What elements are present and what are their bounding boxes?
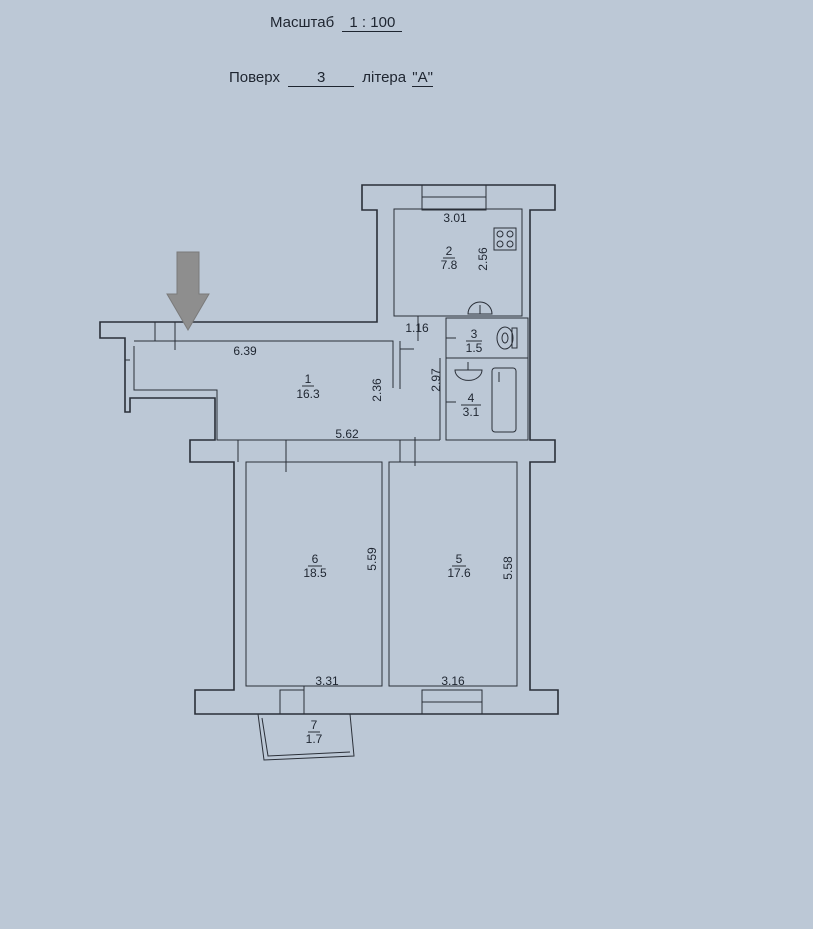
room-7-area: 1.7	[306, 732, 323, 746]
bathtub-icon	[491, 367, 517, 433]
scale-label: Масштаб	[270, 14, 335, 31]
dim-2-56: 2.56	[476, 247, 490, 271]
dim-3-31: 3.31	[315, 674, 339, 688]
floor-label: Поверх	[229, 69, 280, 86]
dim-6-39: 6.39	[233, 344, 257, 358]
dim-5-62: 5.62	[335, 427, 359, 441]
windows	[279, 184, 487, 715]
dimension-labels: 3.01 2.56 1.16 6.39 2.36 2.97 5.62 5.59 …	[233, 211, 515, 688]
room-3-area: 1.5	[466, 341, 483, 355]
pointer-arrow	[166, 251, 210, 331]
balcony	[257, 713, 355, 761]
room-1-area: 16.3	[296, 387, 320, 401]
room-2-area: 7.8	[441, 258, 458, 272]
scale-value: 1 : 100	[342, 14, 403, 32]
exterior-walls	[99, 184, 559, 715]
dim-5-58: 5.58	[501, 556, 515, 580]
dim-3-01: 3.01	[443, 211, 467, 225]
dim-3-16: 3.16	[441, 674, 465, 688]
room-4-area: 3.1	[463, 405, 480, 419]
room-5-number: 5	[456, 552, 463, 566]
door-marks	[154, 316, 419, 714]
dim-2-36: 2.36	[370, 378, 384, 402]
room-7-number: 7	[311, 718, 318, 732]
room-3-number: 3	[471, 327, 478, 341]
interior-walls	[133, 208, 529, 687]
kitchen-sink-icon	[467, 301, 493, 315]
room-5-area: 17.6	[447, 566, 471, 580]
floor-line: Поверх 3 літера "А"	[229, 69, 433, 87]
washbasin-icon	[454, 362, 483, 381]
letter-value: "А"	[412, 69, 433, 87]
dim-1-16: 1.16	[405, 321, 429, 335]
stove-icon	[493, 227, 517, 251]
room-6-number: 6	[312, 552, 319, 566]
room-1-number: 1	[305, 372, 312, 386]
letter-label: літера	[362, 69, 407, 86]
dimension-ticks	[400, 337, 456, 403]
floor-value: 3	[288, 69, 355, 87]
toilet-icon	[496, 326, 518, 350]
room-2-number: 2	[446, 244, 453, 258]
room-labels: 1 16.3 2 7.8 3 1.5 4 3.1 5 17.6 6 18.5 7…	[296, 244, 482, 746]
room-6-area: 18.5	[303, 566, 327, 580]
scale-line: Масштаб 1 : 100	[270, 14, 403, 32]
dim-2-97: 2.97	[429, 368, 443, 392]
room-4-number: 4	[468, 391, 475, 405]
dim-5-59: 5.59	[365, 547, 379, 571]
